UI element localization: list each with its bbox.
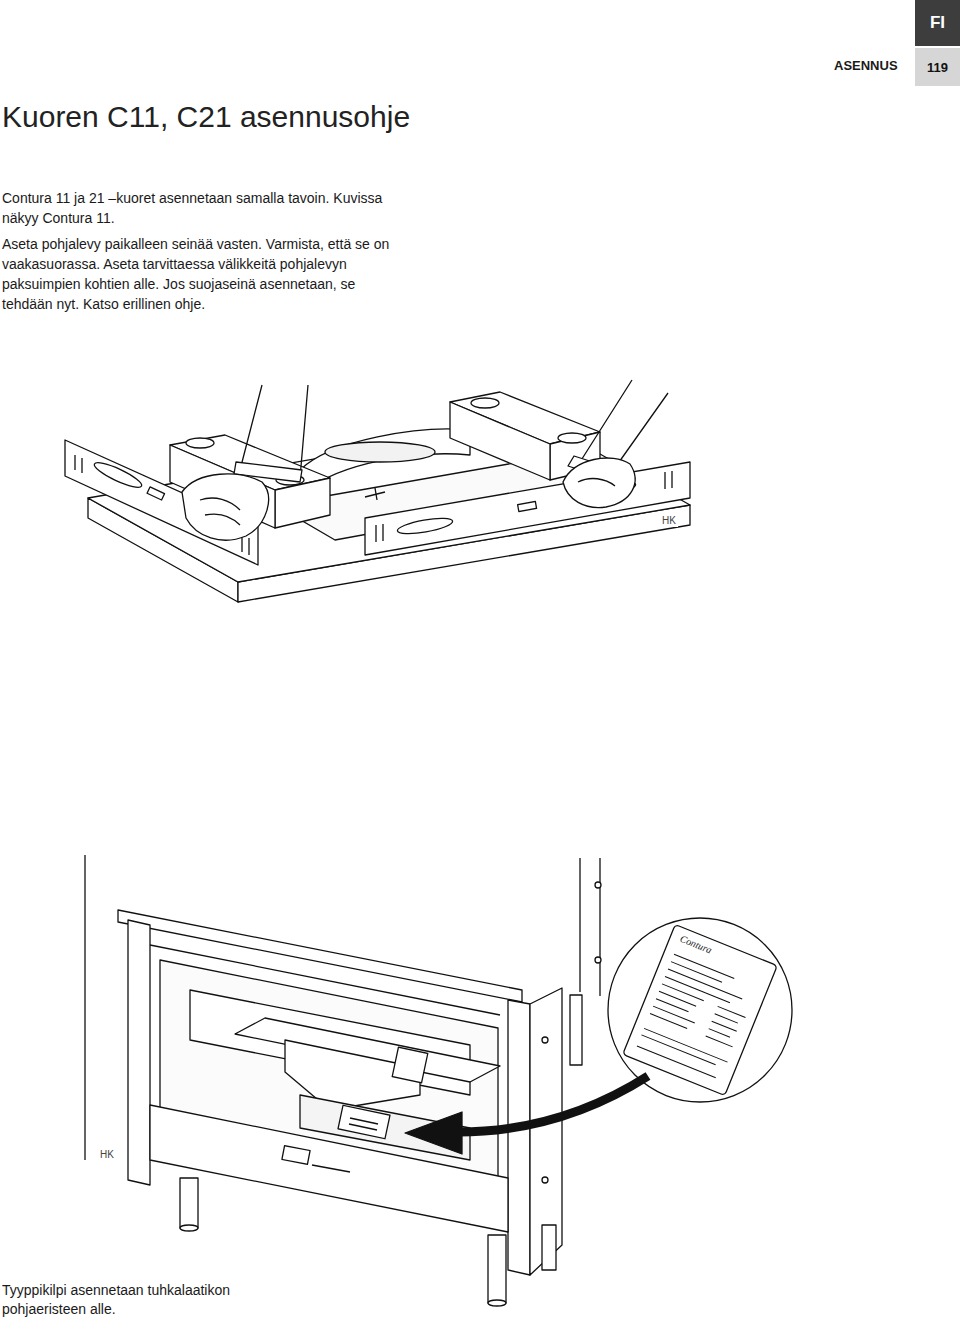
artist-mark: HK [660, 514, 678, 527]
instruction-text: Aseta pohjalevy paikalleen seinää vasten… [2, 234, 392, 314]
section-header: ASENNUS [834, 58, 898, 74]
base-plate-illustration [65, 380, 690, 602]
artist-mark: HK [98, 1148, 116, 1161]
intro-text: Contura 11 ja 21 –kuoret asennetaan sama… [2, 188, 392, 228]
tab-text: 119 [927, 60, 948, 75]
figure-caption: Tyyppikilpi asennetaan tuhkalaatikon poh… [2, 1281, 267, 1319]
page-number-box: 119 [915, 48, 960, 86]
stove-frame-illustration [85, 855, 792, 1306]
tab-text: FI [930, 13, 945, 33]
language-tab: FI [915, 0, 960, 46]
page-title: Kuoren C11, C21 asennusohje [2, 100, 410, 134]
